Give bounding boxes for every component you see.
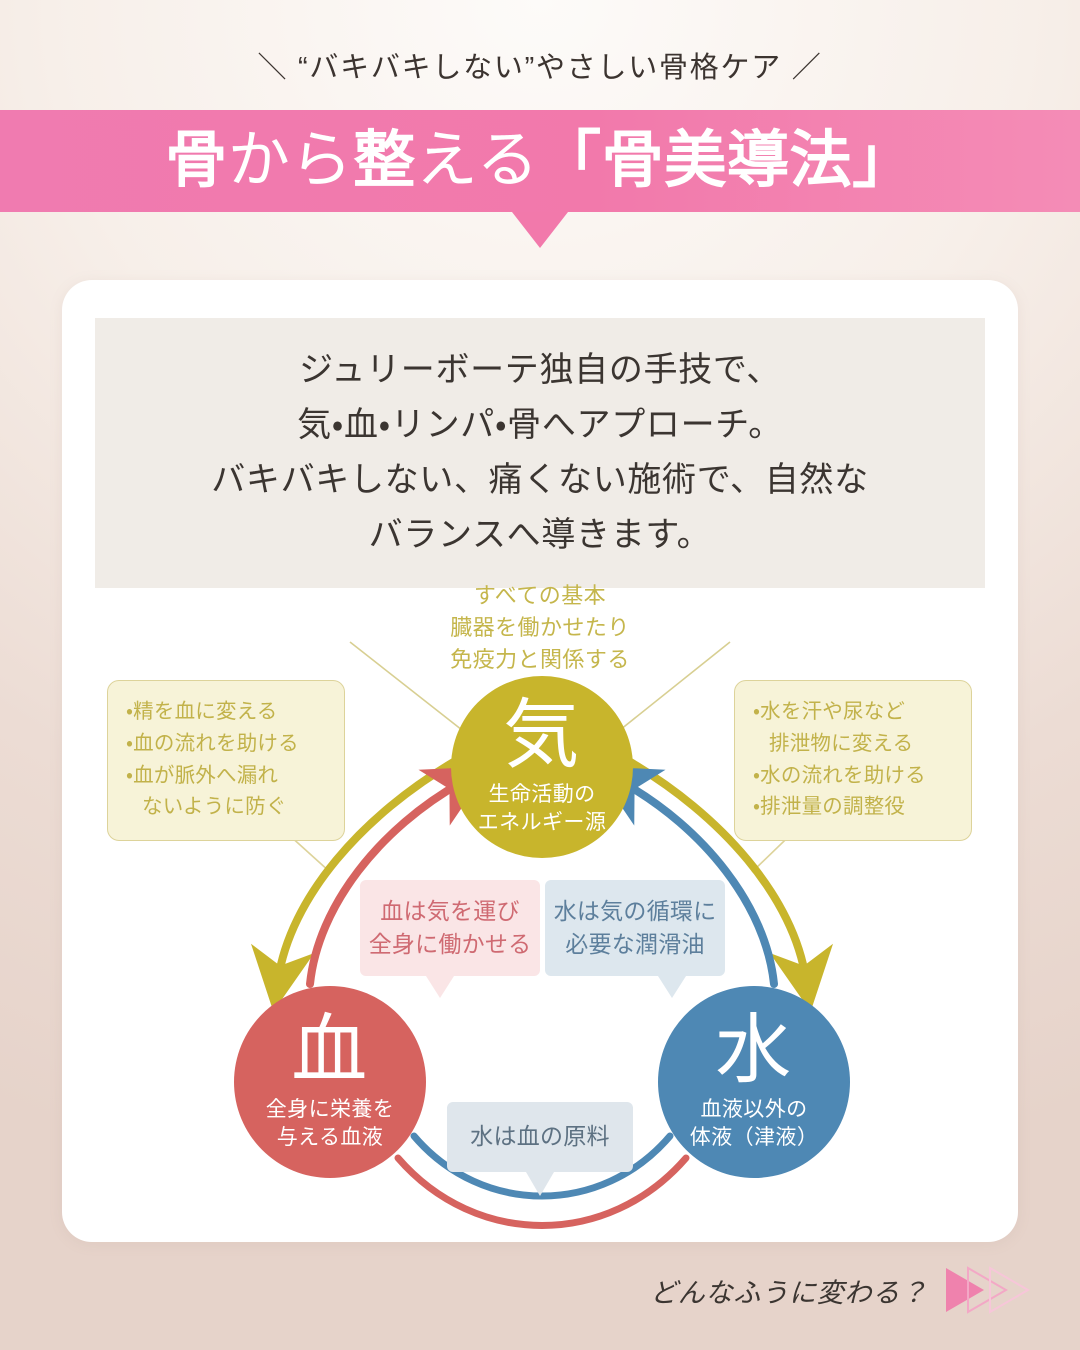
title-banner: 骨から整える「骨美導法」 — [0, 110, 1080, 212]
relation-sui-to-ki-line-1: 水は気の循環に — [553, 898, 717, 924]
relation-sui-to-ki-line-2: 必要な潤滑油 — [565, 932, 705, 957]
arrow-sui-to-ki — [594, 766, 778, 988]
node-ketsu: 血 全身に栄養を 与える血液 — [234, 986, 426, 1178]
callout-ki-to-ketsu: ・精を血に変える ・血の流れを助ける ・血が脈外へ漏れ ないように防ぐ — [107, 680, 345, 842]
top-note-leader-right — [619, 641, 731, 731]
callout-left-line-4: ないように防ぐ — [142, 796, 287, 819]
page-title-seg-3: 整 — [353, 126, 416, 195]
node-sui: 水 血液以外の 体液（津液） — [658, 986, 850, 1178]
callout-left-line-3: ・血が脈外へ漏れ — [126, 764, 279, 787]
callout-left-line-2: ・血の流れを助ける — [126, 732, 299, 755]
footer-text: どんなふうに変わる？ — [649, 1277, 928, 1308]
node-ketsu-sub-1: 全身に栄養を — [265, 1096, 395, 1121]
lead-line-3: バキバキしない、痛くない施術で、自然な — [211, 461, 869, 499]
footer: どんなふうに変わる？ — [0, 1260, 1080, 1320]
lead-paragraph-box: ジュリーボーテ独自の手技で、 気・血・リンパ・骨へアプローチ。 バキバキしない、… — [95, 318, 985, 588]
page-title-seg-4: える — [415, 126, 540, 195]
node-ketsu-kanji: 血 — [291, 1008, 369, 1093]
relation-ketsu-to-ki: 血は気を運び 全身に働かせる — [360, 880, 540, 976]
arc-sui-ketsu-outer — [394, 1154, 690, 1229]
top-note-line-1: すべての基本 — [473, 583, 607, 608]
node-sui-kanji: 水 — [715, 1008, 793, 1093]
top-note-line-3: 免疫力と関係する — [450, 646, 630, 672]
lead-line-2: 気・血・リンパ・骨へアプローチ。 — [297, 405, 783, 444]
page-title-seg-5: 「骨美導法」 — [539, 126, 915, 195]
node-ketsu-sub-2: 与える血液 — [276, 1125, 384, 1149]
node-ki-sub-1: 生命活動の — [488, 781, 596, 806]
node-sui-sub-2: 体液（津液） — [689, 1125, 819, 1149]
top-note: すべての基本 臓器を働かせたり 免疫力と関係する — [62, 580, 1018, 676]
lead-line-4: バランスへ導きます。 — [368, 516, 712, 555]
node-ki-kanji: 気 — [503, 693, 581, 778]
callout-right-line-1: ・水を汗や尿など — [753, 701, 906, 723]
node-ki-sub-2: エネルギー源 — [477, 810, 607, 834]
callout-ki-to-sui: ・水を汗や尿など 排泄物に変える ・水の流れを助ける ・排泄量の調整役 — [734, 680, 972, 842]
content-card: ジュリーボーテ独自の手技で、 気・血・リンパ・骨へアプローチ。 バキバキしない、… — [62, 280, 1018, 1242]
relation-sui-to-ki: 水は気の循環に 必要な潤滑油 — [545, 880, 725, 976]
relation-ketsu-to-ki-line-2: 全身に働かせる — [368, 932, 532, 957]
node-sui-sub-1: 血液以外の — [700, 1096, 808, 1121]
relation-sui-to-ketsu-line-1: 水は血の原料 — [470, 1124, 610, 1150]
relation-sui-to-ketsu: 水は血の原料 — [447, 1102, 633, 1172]
page-title: 骨から整える「骨美導法」 — [165, 130, 915, 192]
relation-ketsu-to-ki-line-1: 血は気を運び — [380, 898, 520, 924]
node-ki: 気 生命活動の エネルギー源 — [451, 676, 633, 858]
arrow-ketsu-to-ki — [306, 766, 490, 988]
top-note-line-2: 臓器を働かせたり — [450, 614, 630, 640]
page-title-seg-1: 骨 — [165, 126, 228, 195]
callout-right-line-4: ・排泄量の調整役 — [753, 796, 906, 819]
relation-ketsu-to-ki-pointer — [426, 976, 454, 998]
relation-sui-to-ki-pointer — [658, 976, 686, 998]
title-banner-pointer — [512, 212, 568, 248]
top-note-leader-left — [349, 641, 463, 731]
ki-ketsu-sui-cycle-diagram: すべての基本 臓器を働かせたり 免疫力と関係する ・精を血に変える ・血の流れを… — [62, 580, 1018, 1240]
callout-left-line-1: ・精を血に変える — [126, 701, 278, 723]
tagline: ＼ “バキバキしない”やさしい骨格ケア ／ — [257, 52, 823, 84]
lead-line-1: ジュリーボーテ独自の手技で、 — [299, 350, 781, 389]
callout-right-line-2: 排泄物に変える — [769, 732, 914, 755]
relation-sui-to-ketsu-pointer — [526, 1172, 554, 1196]
page-title-seg-2: から — [227, 126, 354, 195]
triple-chevron-right-icon[interactable] — [942, 1264, 1038, 1316]
callout-right-line-3: ・水の流れを助ける — [753, 764, 926, 787]
